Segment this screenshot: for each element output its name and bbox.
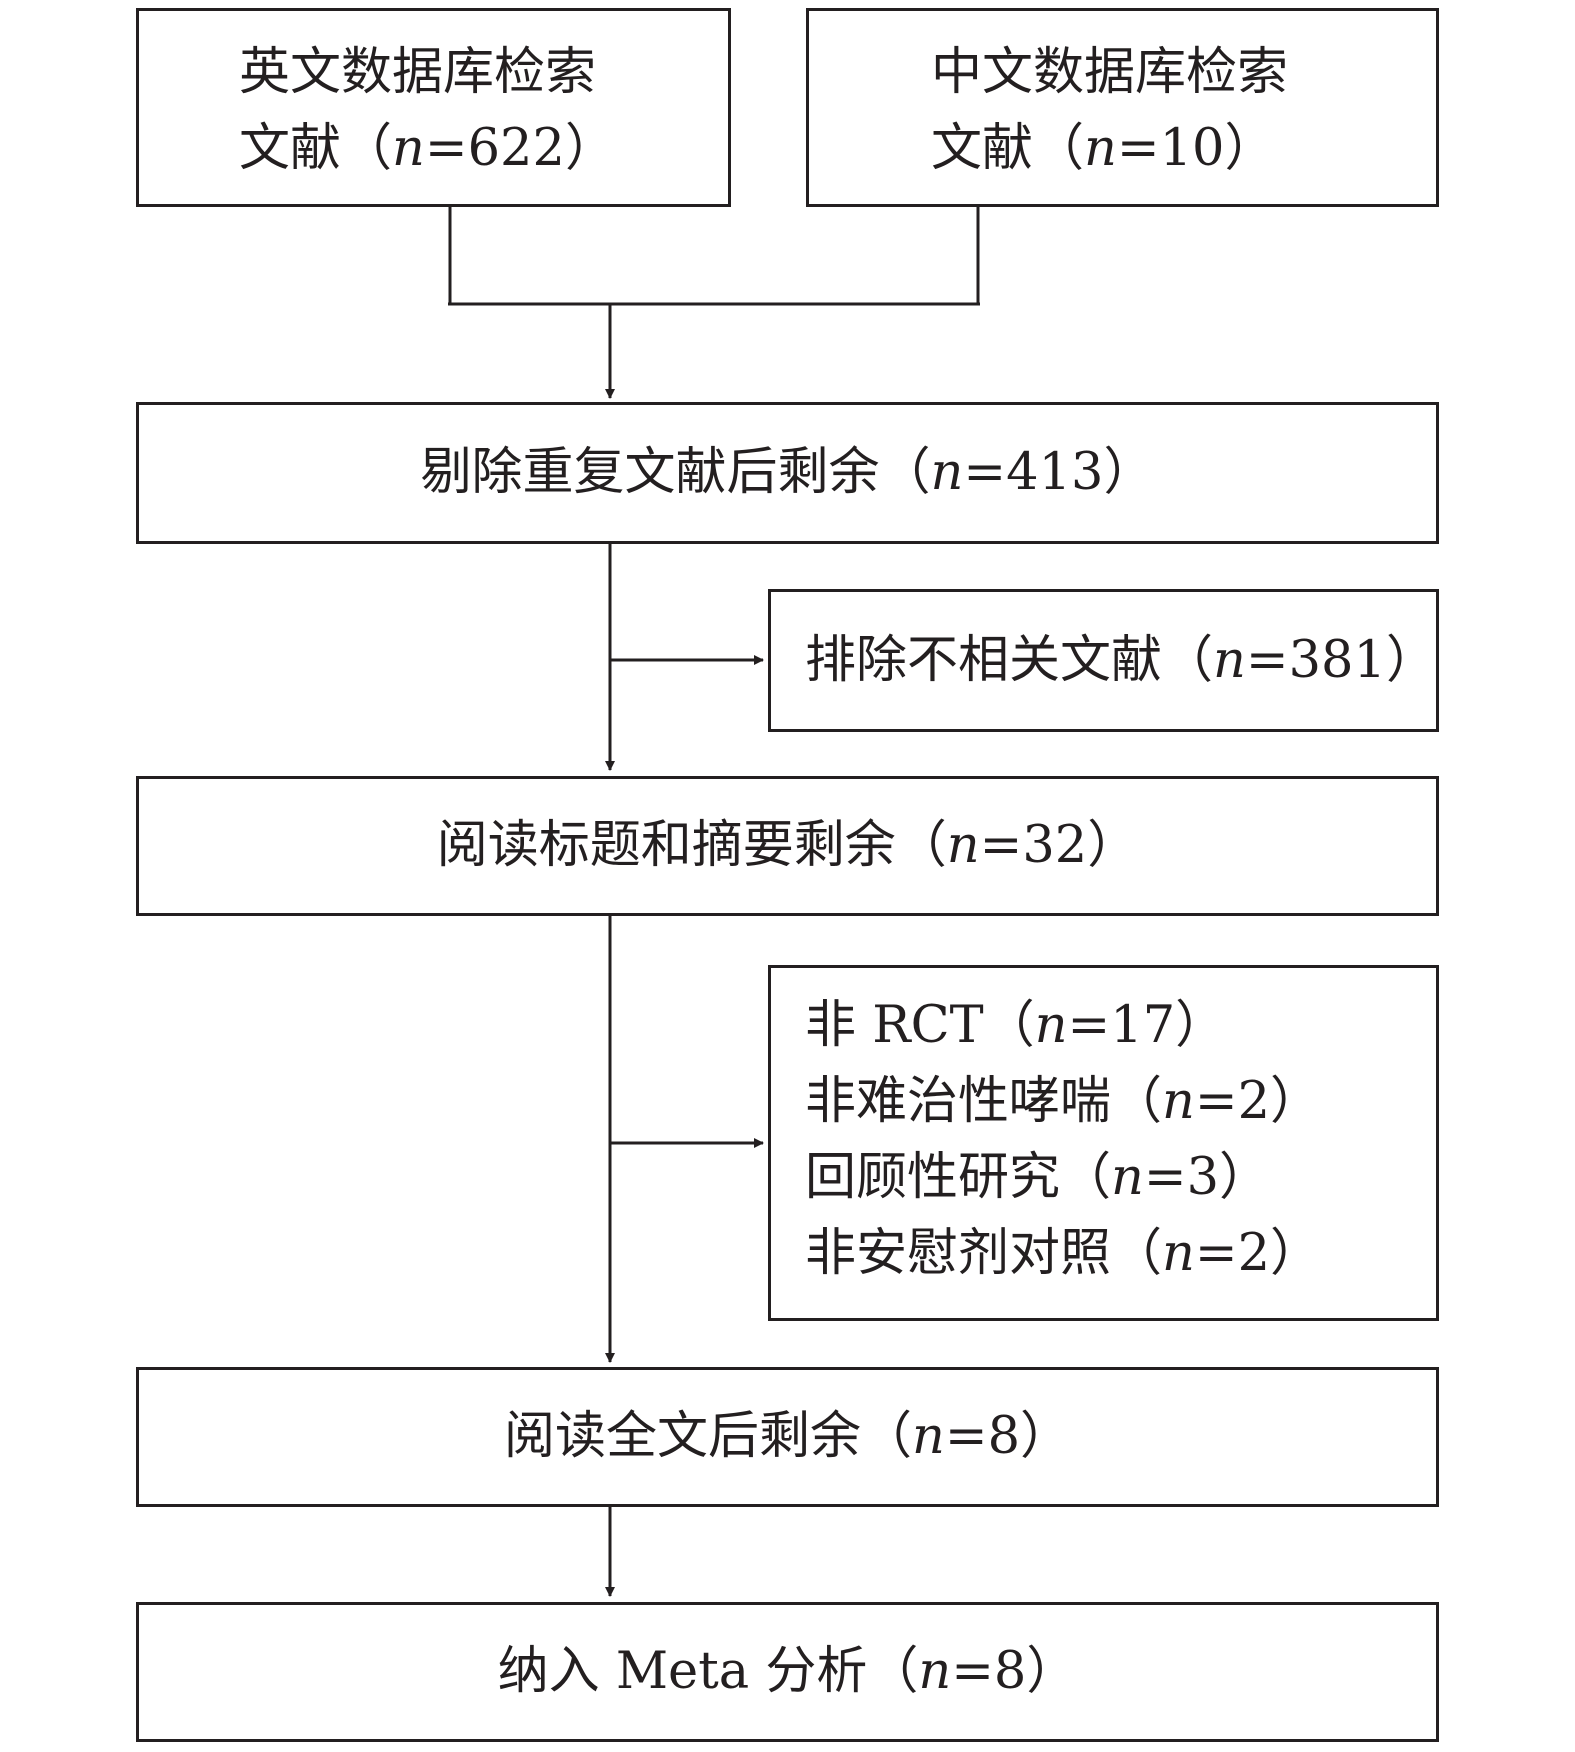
english-search-box: 英文数据库检索 文献（n=622） [136,8,731,207]
chinese-search-box: 中文数据库检索 文献（n=10） [806,8,1439,207]
after-fulltext-text: 阅读全文后剩余（n=8） [503,1407,1072,1466]
included-box: 纳入 Meta 分析（n=8） [136,1602,1439,1742]
exclusion-retrospective: 回顾性研究（n=3） [805,1148,1271,1207]
exclusion-non-placebo: 非安慰剂对照（n=2） [805,1224,1322,1283]
chinese-search-title: 中文数据库检索 [931,43,1289,102]
english-search-title: 英文数据库检索 [239,43,597,102]
after-abstract-box: 阅读标题和摘要剩余（n=32） [136,776,1439,916]
excluded-irrelevant-text: 排除不相关文献（n=381） [805,630,1437,690]
english-search-count: 文献（n=622） [239,119,616,178]
included-text: 纳入 Meta 分析（n=8） [497,1642,1078,1701]
exclusion-non-rct: 非 RCT（n=17） [805,996,1227,1055]
after-fulltext-box: 阅读全文后剩余（n=8） [136,1367,1439,1507]
exclusions-box: 非 RCT（n=17） 非难治性哮喘（n=2） 回顾性研究（n=3） 非安慰剂对… [768,965,1439,1321]
chinese-search-count: 文献（n=10） [931,119,1276,178]
after-dedup-text: 剔除重复文献后剩余（n=413） [420,443,1155,502]
excluded-irrelevant-box: 排除不相关文献（n=381） [768,589,1439,732]
after-abstract-text: 阅读标题和摘要剩余（n=32） [436,816,1139,875]
after-dedup-box: 剔除重复文献后剩余（n=413） [136,402,1439,544]
exclusion-non-refractory-asthma: 非难治性哮喘（n=2） [805,1072,1322,1131]
